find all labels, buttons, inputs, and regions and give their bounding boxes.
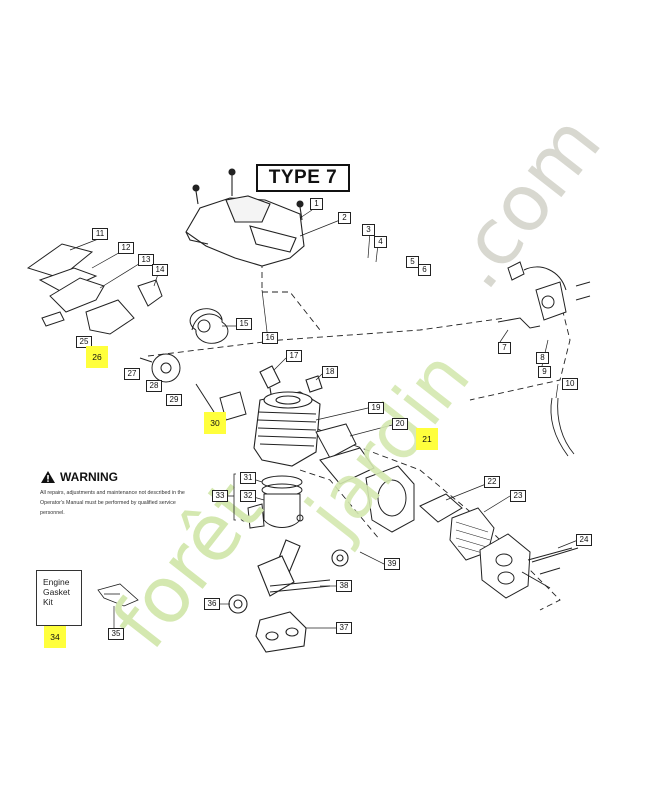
part-label-10: 10 — [562, 378, 578, 390]
crankshaft — [228, 539, 349, 653]
diagram-title: TYPE 7 — [256, 164, 350, 192]
part-label-26-highlighted: 26 — [86, 346, 108, 368]
part-label-28: 28 — [146, 380, 162, 392]
part-label-5: 5 — [406, 256, 419, 268]
part-label-34-highlighted: 34 — [44, 626, 66, 648]
spare-part-35 — [97, 583, 139, 607]
part-label-16: 16 — [262, 332, 278, 344]
part-label-13: 13 — [138, 254, 154, 266]
part-label-39: 39 — [384, 558, 400, 570]
kit-line-3: Kit — [43, 597, 53, 607]
part-label-15: 15 — [236, 318, 252, 330]
warning-triangle-icon — [41, 471, 55, 483]
ring-part — [191, 313, 223, 331]
part-label-36: 36 — [204, 598, 220, 610]
intake-parts — [315, 423, 415, 533]
part-label-37: 37 — [336, 622, 352, 634]
part-label-11: 11 — [92, 228, 108, 240]
part-label-38: 38 — [336, 580, 352, 592]
part-label-7: 7 — [498, 342, 511, 354]
warning-heading-text: WARNING — [60, 470, 118, 484]
part-label-19: 19 — [368, 402, 384, 414]
assembly-dashed-lines — [147, 262, 571, 611]
part-label-3: 3 — [362, 224, 375, 236]
part-label-12: 12 — [118, 242, 134, 254]
gasket-kit-box: Engine Gasket Kit — [36, 570, 82, 626]
part-label-22: 22 — [484, 476, 500, 488]
piston-parts — [240, 475, 304, 529]
part-label-35: 35 — [108, 628, 124, 640]
part-label-9: 9 — [538, 366, 551, 378]
part-label-18: 18 — [322, 366, 338, 378]
part-label-17: 17 — [286, 350, 302, 362]
wires — [550, 397, 575, 457]
part-label-8: 8 — [536, 352, 549, 364]
part-label-33: 33 — [212, 490, 228, 502]
part-label-23: 23 — [510, 490, 526, 502]
part-label-31: 31 — [240, 472, 256, 484]
warning-text: All repairs, adjustments and maintenance… — [40, 490, 185, 516]
part-label-25: 25 — [76, 336, 92, 348]
ignition-parts — [497, 261, 591, 329]
air-filter-parts — [26, 243, 163, 335]
kit-line-2: Gasket — [43, 587, 70, 597]
muffler-parts — [419, 493, 573, 599]
part-label-24: 24 — [576, 534, 592, 546]
part-label-4: 4 — [374, 236, 387, 248]
kit-line-1: Engine — [43, 577, 70, 587]
warning-heading: WARNING — [40, 470, 190, 484]
part-label-20: 20 — [392, 418, 408, 430]
part-label-2: 2 — [338, 212, 351, 224]
warning-block: WARNING All repairs, adjustments and mai… — [40, 470, 190, 518]
part-label-1: 1 — [310, 198, 323, 210]
bolts — [531, 547, 579, 575]
part-label-6: 6 — [418, 264, 431, 276]
part-label-32: 32 — [240, 490, 256, 502]
part-label-27: 27 — [124, 368, 140, 380]
part-label-30-highlighted: 30 — [204, 412, 226, 434]
part-label-21-highlighted: 21 — [416, 428, 438, 450]
part-label-29: 29 — [166, 394, 182, 406]
cylinder-assembly — [253, 365, 323, 467]
cylinder-cover — [185, 168, 305, 267]
part-label-14: 14 — [152, 264, 168, 276]
